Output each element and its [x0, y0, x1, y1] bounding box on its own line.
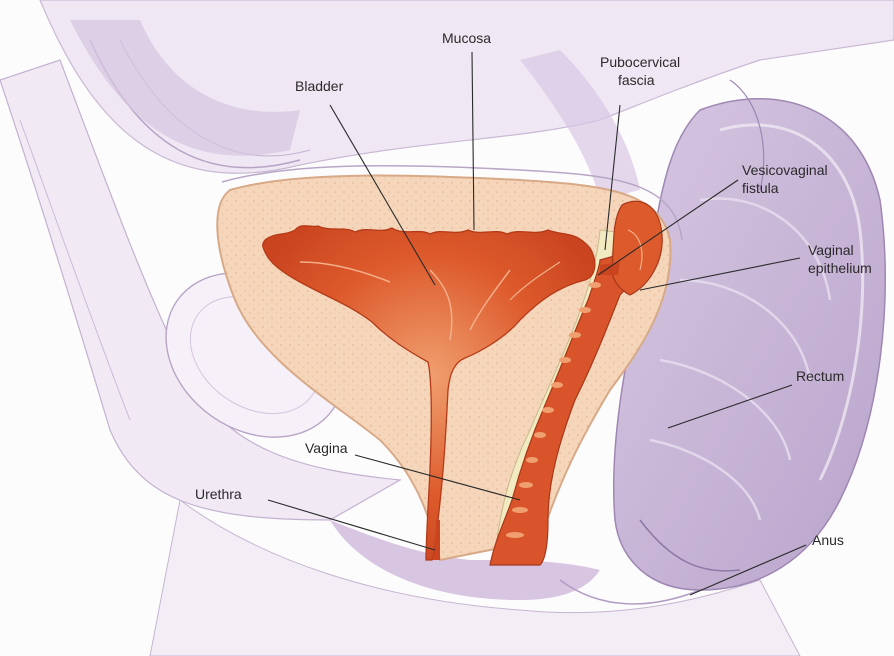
label-vaginal-epithelium-line2: epithelium [808, 260, 872, 277]
label-vesicovaginal-fistula-line1: Vesicovaginal [742, 162, 828, 179]
label-pubocervical-fascia-line2: fascia [618, 72, 655, 89]
label-vesicovaginal-fistula-line2: fistula [742, 180, 779, 197]
label-urethra: Urethra [195, 486, 242, 503]
label-pubocervical-fascia-line1: Pubocervical [600, 54, 680, 71]
label-anus: Anus [812, 532, 844, 549]
label-mucosa: Mucosa [442, 30, 491, 47]
label-vagina: Vagina [305, 440, 348, 457]
label-bladder: Bladder [295, 78, 343, 95]
label-vaginal-epithelium-line1: Vaginal [808, 242, 854, 259]
label-rectum: Rectum [796, 368, 844, 385]
